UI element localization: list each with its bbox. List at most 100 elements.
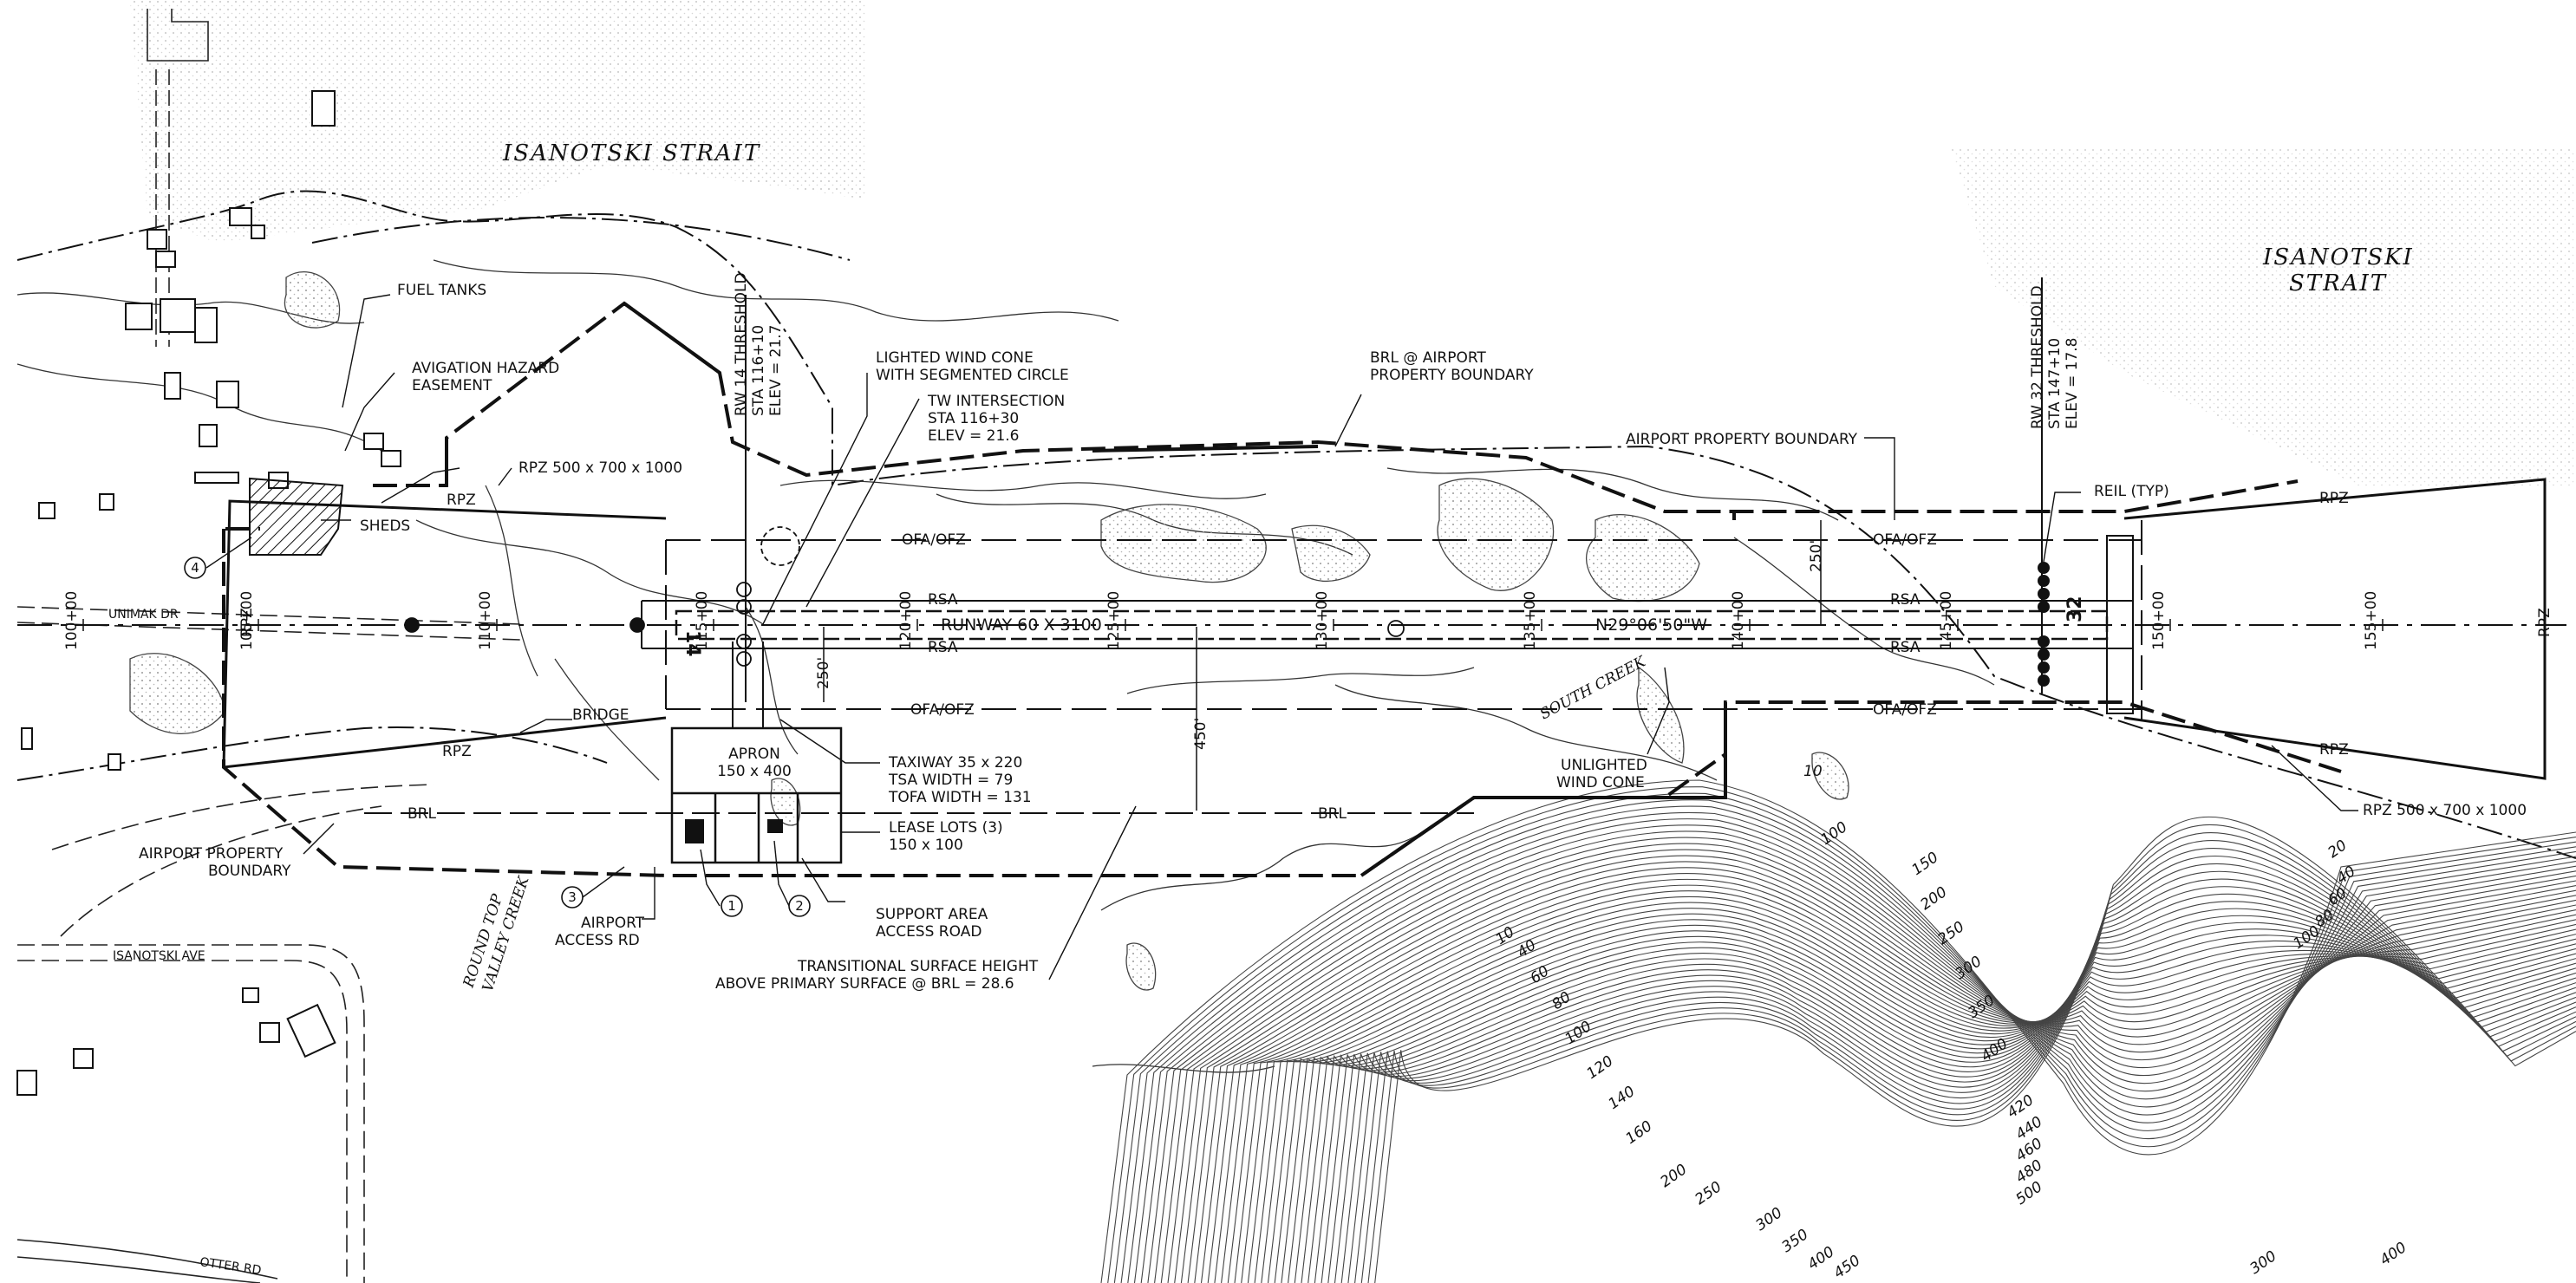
contour-line [1347,847,2576,1283]
station-label: 120+00 [897,591,915,650]
contour-label: 500 [2012,1178,2045,1208]
contour-label: 400 [2377,1239,2410,1269]
rsa-nw: RSA [928,591,958,609]
contour-line [1113,792,2576,1283]
lease-lots-label-2: 150 x 100 [889,837,963,854]
contour-line [1340,856,2576,1283]
contour-label: 400 [1978,1035,2011,1065]
contour-line [1200,872,2576,1283]
rpz-east-label: RPZ 500 x 700 x 1000 [2363,802,2527,819]
strait-east-label-1: ISANOTSKI [2262,244,2414,270]
tw-intersection-label-3: ELEV = 21.6 [928,427,1020,445]
contour-line [1261,924,2576,1283]
contour-label: 150 [1908,849,1941,879]
contour-line [1308,893,2576,1283]
station-label: 150+00 [2150,591,2168,650]
apron-label-1: APRON [728,746,780,763]
contour-line [1180,855,2576,1283]
contour-label: 80 [1549,988,1574,1013]
contour-line [1140,818,2576,1283]
rw32-threshold-2: STA 147+10 [2046,338,2064,429]
contour-line [1267,930,2576,1283]
ofa-ofz-sw: OFA/OFZ [910,701,975,719]
svg-text:4: 4 [191,560,199,576]
contour-line [1120,799,2576,1283]
contour-line [1247,913,2576,1283]
lease-lots-label-1: LEASE LOTS (3) [889,819,1003,837]
contour-line [1288,915,2576,1283]
unlighted-wind-cone-1: UNLIGHTED [1561,757,1647,774]
apron-label-2: 150 x 400 [717,763,792,780]
south-creek-label: SOUTH CREEK [1537,653,1650,724]
airport-boundary-east-label: AIRPORT PROPERTY BOUNDARY [1626,431,1858,448]
contour-label: 200 [1657,1161,1690,1191]
runway-end-14: 14 [681,630,703,657]
contour-line [1167,843,2576,1283]
contour-label: 300 [1752,1204,1785,1234]
contour-line [1354,840,2576,1283]
contour-lines [1100,779,2576,1283]
apron-objects [685,819,783,843]
dimension-250-left: 250' [815,657,832,689]
road-isanotski-ave: ISANOTSKI AVE [113,949,205,963]
rpz-label-ne: RPZ [2319,490,2349,507]
contour-label: 100 [1562,1018,1595,1048]
contour-line [1133,811,2576,1283]
contour-line [1154,830,2576,1283]
station-label: 155+00 [2363,591,2380,650]
transitional-label-1: TRANSITIONAL SURFACE HEIGHT [797,958,1039,975]
station-label: 105+00 [238,591,256,650]
runway-end-32: 32 [2064,596,2086,622]
taxiway-label-2: TSA WIDTH = 79 [888,772,1013,789]
contour-line [1147,824,2576,1283]
rsa-sw: RSA [928,639,958,656]
dimension-lines [823,520,1822,811]
ofa-ofz-se: OFA/OFZ [1873,701,1937,719]
contour-line [1294,908,2576,1283]
wind-cone-symbol [404,526,1405,667]
access-rd-label-2: ACCESS RD [555,932,640,949]
ofa-ofz-lines [665,520,2142,720]
contour-line [1281,922,2576,1283]
contour-label: 140 [1605,1083,1638,1113]
unlighted-wind-cone-2: WIND CONE [1556,774,1645,791]
station-label: 125+00 [1105,591,1123,650]
svg-text:1: 1 [727,898,736,914]
contour-label: 120 [1583,1052,1616,1083]
rw32-threshold-3: ELEV = 17.8 [2064,338,2081,430]
ofa-ofz-ne: OFA/OFZ [1873,531,1937,549]
airport-boundary-west-label-2: BOUNDARY [208,863,291,880]
airport-boundary-west-label-1: AIRPORT PROPERTY [139,845,284,863]
sheds-label: SHEDS [360,518,410,535]
rpz-label-w-end: RPZ [238,608,256,637]
apron-area [670,642,843,864]
contour-line [1187,861,2576,1283]
contour-line [1301,901,2576,1283]
brl-west: BRL [408,805,436,823]
terrain-lines [16,259,1995,1073]
svg-text:3: 3 [568,889,577,905]
dimension-250-top: 250' [1808,540,1825,572]
contour-label: 20 [2325,837,2350,862]
runway [17,609,2566,641]
contour-line [1100,779,2576,1283]
contour-line [1374,816,2576,1283]
strait-west-label: ISANOTSKI STRAIT [502,140,760,166]
contour-line [1234,902,2576,1283]
marker-labels: 1 2 3 4 [191,560,804,914]
support-road-label-2: ACCESS ROAD [876,923,981,941]
rpz-label-sw: RPZ [442,743,472,760]
dimension-450: 450' [1192,718,1210,750]
brl-boundary-label-2: PROPERTY BOUNDARY [1370,367,1534,384]
contour-line [1321,878,2576,1283]
contour-line [1274,928,2576,1283]
road-otter: OTTER RD [199,1255,262,1278]
station-label: 100+00 [63,591,81,650]
support-road-label-1: SUPPORT AREA [876,906,988,923]
contour-line [1327,870,2576,1283]
taxiway-label-1: TAXIWAY 35 x 220 [888,754,1022,772]
contour-line [1214,884,2576,1283]
roads-west [16,9,521,1283]
